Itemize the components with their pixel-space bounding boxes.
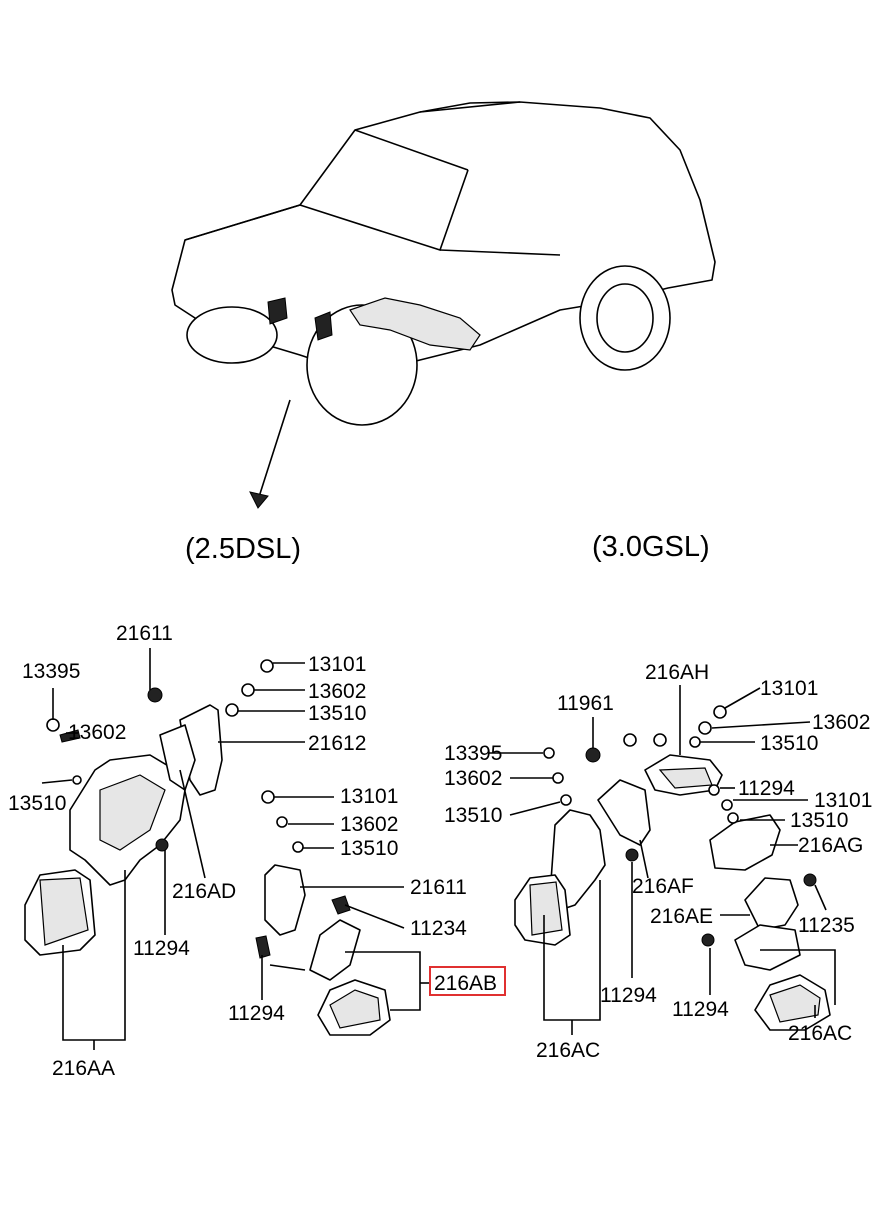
vehicle-illustration <box>171 101 716 509</box>
part-label-216AE: 216AE <box>650 905 713 928</box>
part-label-13510-right: 13510 <box>444 804 502 827</box>
part-label-21611-mid: 21611 <box>410 876 467 899</box>
part-label-13510-d: 13510 <box>790 809 848 832</box>
part-label-13510-a: 13510 <box>308 702 366 725</box>
part-label-11294-e: 11294 <box>672 998 729 1021</box>
part-label-13602-c: 13602 <box>812 711 870 734</box>
part-label-13101-b: 13101 <box>340 785 398 808</box>
part-label-13602-right: 13602 <box>444 767 502 790</box>
part-label-13101-d: 13101 <box>814 789 872 812</box>
part-label-11234: 11234 <box>410 917 467 940</box>
part-label-216AH: 216AH <box>645 661 709 684</box>
part-label-216AD: 216AD <box>172 880 236 903</box>
variant-label-diesel: (2.5DSL) <box>185 533 301 565</box>
part-label-13602-b: 13602 <box>340 813 398 836</box>
part-label-11235: 11235 <box>798 914 855 937</box>
part-label-216AF: 216AF <box>632 875 694 898</box>
part-label-11294-d: 11294 <box>600 984 657 1007</box>
part-label-13101-a: 13101 <box>308 653 366 676</box>
part-label-216AA: 216AA <box>52 1057 115 1080</box>
part-label-13510-c: 13510 <box>760 732 818 755</box>
part-label-13510-b: 13510 <box>340 837 398 860</box>
part-label-13395-right: 13395 <box>444 742 502 765</box>
part-label-216AG: 216AG <box>798 834 863 857</box>
part-label-216AB: 216AB <box>434 972 497 995</box>
part-label-13602-a: 13602 <box>308 680 366 703</box>
part-label-11294-c: 11294 <box>738 777 795 800</box>
part-label-21612: 21612 <box>308 732 366 755</box>
leader-lines <box>41 648 836 1050</box>
part-label-11961: 11961 <box>557 692 614 715</box>
part-label-11294-a: 11294 <box>133 937 190 960</box>
variant-label-gasoline: (3.0GSL) <box>592 531 710 563</box>
highlight-box-216AB <box>429 966 506 996</box>
part-label-13602-left: 13602 <box>68 721 126 744</box>
gasoline-mount-parts <box>514 705 831 1031</box>
part-label-11294-b: 11294 <box>228 1002 285 1025</box>
part-label-216AC-right: 216AC <box>788 1022 852 1045</box>
part-label-21611-top: 21611 <box>116 622 173 645</box>
part-labels: 21611 13395 13602 13510 13101 13602 1351… <box>8 622 872 1080</box>
diesel-mount-parts <box>24 659 391 1036</box>
part-label-13101-c: 13101 <box>760 677 818 700</box>
part-label-216AC-mid: 216AC <box>536 1039 600 1062</box>
part-label-13510-left: 13510 <box>8 792 66 815</box>
part-label-13395-left: 13395 <box>22 660 80 683</box>
